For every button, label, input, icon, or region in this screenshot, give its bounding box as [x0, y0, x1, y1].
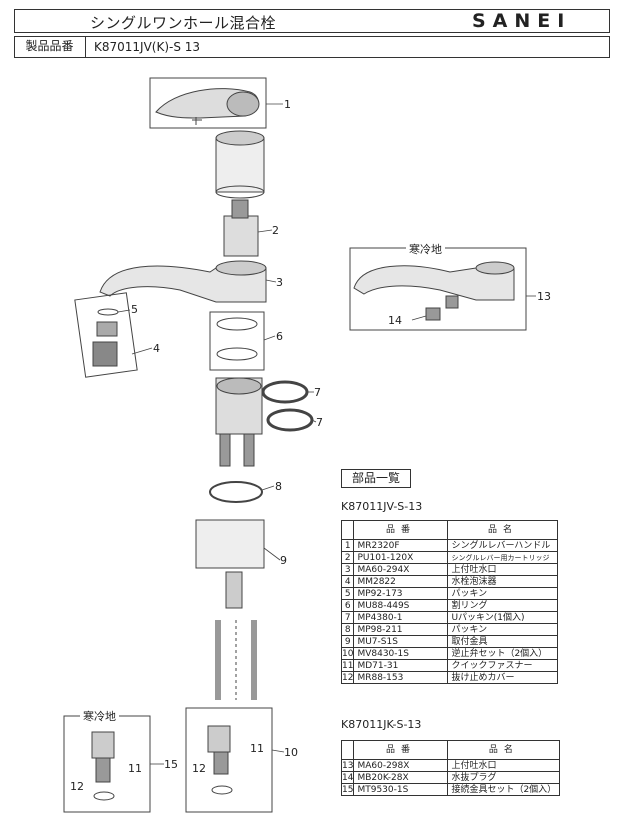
callout-12b: 12 — [192, 762, 206, 775]
col-part-no: 品番 — [353, 520, 449, 540]
product-number-value: K87011JV(K)-S 13 — [94, 40, 201, 54]
cartridge-shape — [223, 215, 259, 257]
callout-9: 9 — [280, 554, 287, 567]
model-number-1: K87011JV-S-13 — [341, 500, 423, 513]
document-title: シングルワンホール混合栓 — [90, 14, 277, 32]
split-ring-box — [209, 311, 265, 371]
product-number-label: 製品品番 — [14, 36, 86, 58]
cap-shape — [215, 137, 265, 193]
exploded-diagram: 1 2 3 5 4 6 7 7 8 9 10 11 12 11 12 15 13… — [63, 77, 551, 813]
handle-box — [149, 77, 267, 129]
cold-area-label-top: 寒冷地 — [406, 241, 445, 257]
table-header-row: 品番 品名 — [340, 520, 559, 540]
col-part-name: 品名 — [447, 740, 561, 760]
callout-5: 5 — [131, 303, 138, 316]
product-number-box — [14, 36, 610, 58]
callout-1: 1 — [284, 98, 291, 111]
callout-11a: 11 — [128, 762, 142, 775]
callout-11b: 11 — [250, 742, 264, 755]
callout-8: 8 — [275, 480, 282, 493]
model-number-2: K87011JK-S-13 — [341, 718, 422, 731]
callout-14: 14 — [388, 314, 402, 327]
callout-6: 6 — [276, 330, 283, 343]
check-valve-box — [185, 707, 273, 813]
cold-area-label-bottom: 寒冷地 — [80, 708, 119, 724]
callout-13: 13 — [537, 290, 551, 303]
callout-12a: 12 — [70, 780, 84, 793]
callout-10: 10 — [284, 746, 298, 759]
bracket-shape — [195, 519, 265, 569]
col-part-name: 品名 — [447, 520, 559, 540]
callout-2: 2 — [272, 224, 279, 237]
callout-7b: 7 — [316, 416, 323, 429]
callout-15: 15 — [164, 758, 178, 771]
gasket-shape — [209, 481, 263, 503]
parts-list-title: 部品一覧 — [341, 469, 411, 488]
callout-3: 3 — [276, 276, 283, 289]
callout-4: 4 — [153, 342, 160, 355]
aerator-box — [74, 292, 138, 378]
table-header-row: 品番 品名 — [340, 740, 561, 760]
callout-7a: 7 — [314, 386, 321, 399]
header-box — [14, 9, 610, 33]
brand-logo: SANEI — [472, 10, 572, 32]
col-part-no: 品番 — [353, 740, 449, 760]
